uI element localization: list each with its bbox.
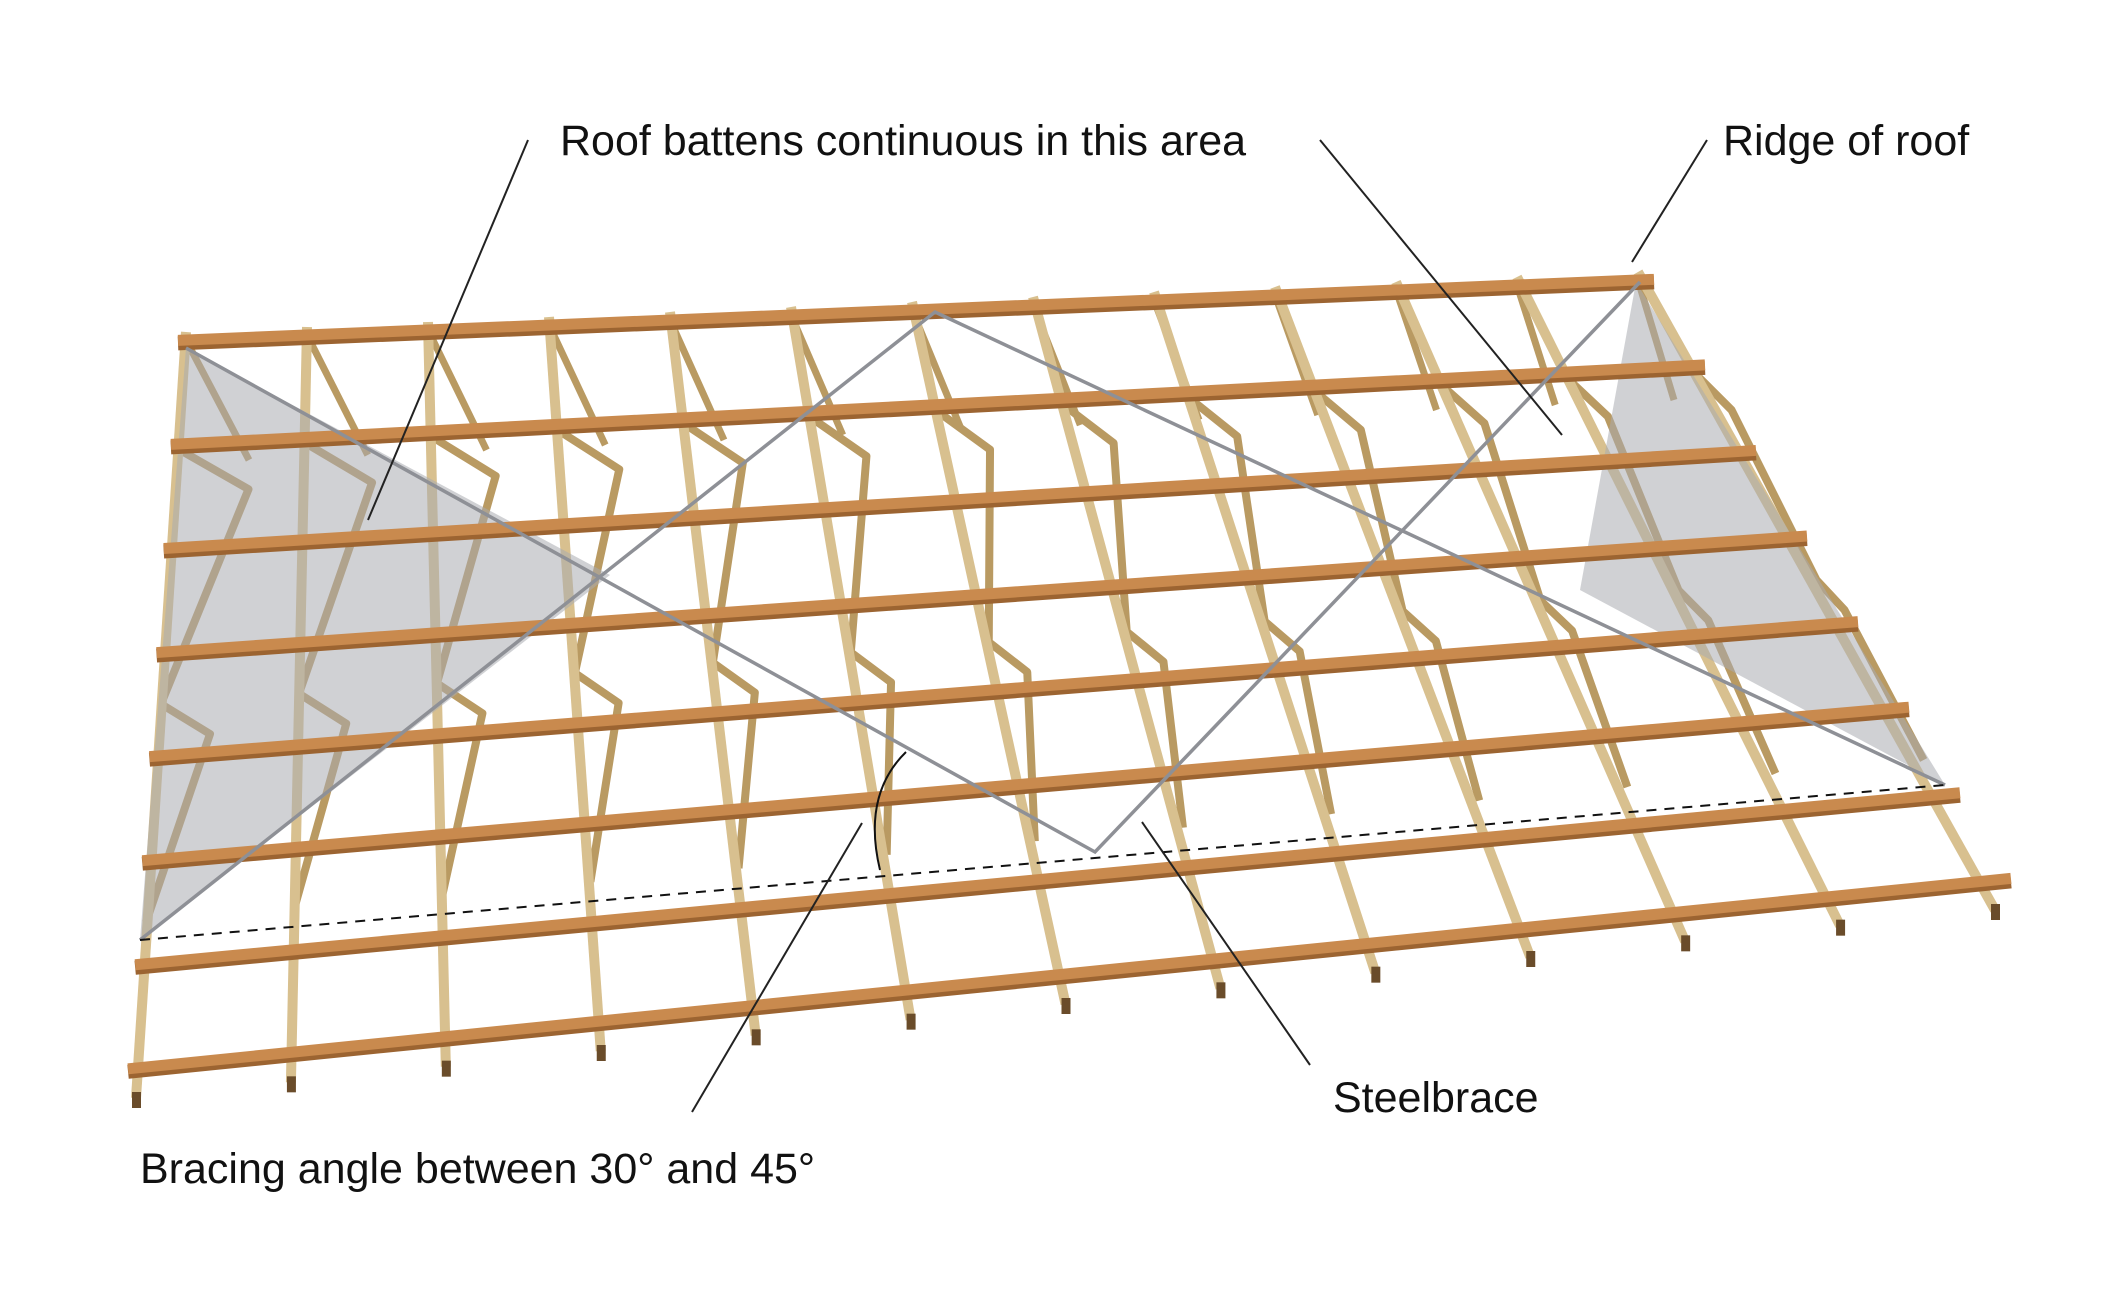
bracing-angle-label: Bracing angle between 30° and 45° [140,1145,816,1193]
angle-guides [139,751,1946,941]
roof-batten [149,616,1859,763]
steelbrace-label: Steelbrace [1333,1074,1539,1122]
roof-batten [134,787,1961,971]
leader-roof-battens-right [1319,139,1563,436]
brace-zone-right [1580,282,1945,785]
rafter-end [132,1092,141,1108]
rafter-end [1216,982,1226,999]
rafter-end [596,1045,606,1061]
roof-batten [177,273,1655,346]
rafter-end [1061,998,1071,1014]
rafter-end [286,1076,296,1093]
rafter-end [1836,919,1846,936]
rafter-end [1371,966,1381,983]
rafter-end [1681,935,1691,952]
steelbrace-lines [138,280,1946,942]
rafter-end [906,1013,916,1030]
truss-web [1513,283,1559,407]
roof-batten [156,530,1808,659]
leader-ridge [1631,139,1708,263]
roof-battens [127,273,2012,1079]
angle-arc [873,751,907,871]
roof-batten [141,701,1910,867]
ridge-label: Ridge of roof [1723,117,1970,165]
truss-web [1392,288,1440,412]
rafter-end [1526,951,1536,967]
rafter-end [1991,904,2000,920]
roof-batten [170,359,1706,450]
leader-lines [367,139,1708,1113]
leader-roof-battens-left [367,139,529,521]
horizontal-reference-line [139,784,1946,941]
roof-batten [163,444,1757,554]
roof-battens-label: Roof battens continuous in this area [560,117,1247,165]
rafter-end [751,1029,761,1046]
leader-steelbrace [1141,821,1311,1066]
rafter-end [441,1060,451,1077]
roof-batten [127,872,2012,1075]
leader-bracing-angle [691,822,863,1113]
steelbrace-inverted-v [138,309,1946,942]
steelbrace-v [185,280,1642,855]
